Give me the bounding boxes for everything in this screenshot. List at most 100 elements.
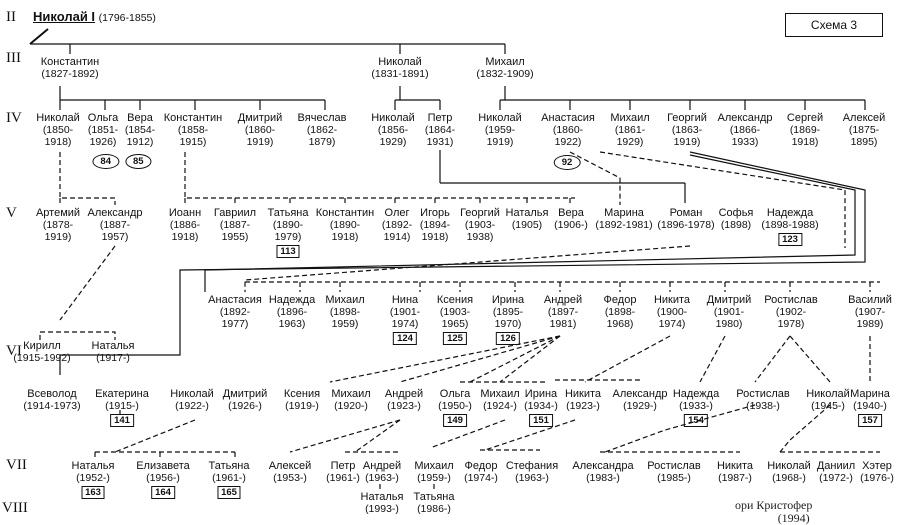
footnote-line2: (1994) [777,511,810,525]
person-petr-1961: Петр(1961-) [326,460,360,484]
person-nikolai-1968: Николай(1968-) [767,460,811,484]
footnote-line1: ори Кристофер [735,498,813,512]
badge-164: 164 [151,486,175,499]
person-natalia-1993: Наталья(1993-) [360,491,404,515]
badge-165: 165 [217,486,241,499]
person-tatiana-1986: Татьяна(1986-) [413,491,455,515]
person-kirill-1915: Кирилл(1915-1992) [13,340,71,364]
person-daniil-1972: Даниил(1972-) [816,460,856,484]
footnote-kristofer: ори Кристофер (1994) [735,499,812,525]
badge-113: 113 [276,245,300,258]
gen-label-v: V [6,205,17,221]
person-konstantin-1890: Константин(1890-1918) [315,207,375,243]
person-nina-1901: Нина(1901-1974)124 [389,294,421,345]
person-natalia-1952: Наталья(1952-)163 [71,460,115,499]
person-andrei-1963: Андрей(1963-) [362,460,402,484]
person-heter-1976: Хэтер(1976-) [860,460,894,484]
gen-label-ii: II [6,9,16,25]
badge-85: 85 [125,154,152,169]
person-nikolai-1850: Николай(1850-1918) [36,112,80,148]
person-elizaveta-1956: Елизавета(1956-)164 [136,460,190,499]
person-fedor-1898: Федор(1898-1968) [603,294,637,330]
person-dmitry-1926: Дмитрий(1926-) [222,388,268,412]
person-fedor-1974: Федор(1974-) [464,460,498,484]
person-mikhail-1920: Михаил(1920-) [331,388,371,412]
person-nikolai-1856: Николай(1856-1929) [371,112,415,148]
person-alexandra-1983: Александра(1983-) [572,460,634,484]
badge-124: 124 [393,332,417,345]
person-ksenia-1919: Ксения(1919-) [283,388,321,412]
person-georgy-1903: Георгий(1903-1938) [460,207,500,243]
badge-157: 157 [858,414,882,427]
person-dmitry-1901: Дмитрий(1901-1980) [706,294,752,330]
badge-163: 163 [81,486,105,499]
person-nikita-1900: Никита(1900-1974) [653,294,691,330]
person-sergei-1869: Сергей(1869-1918) [786,112,824,148]
person-mikhail-1832: Михаил(1832-1909) [476,56,534,80]
person-olga-1950: Ольга(1950-)149 [438,388,472,427]
gen-label-iii: III [6,50,21,66]
person-alexander-1929: Александр(1929-) [612,388,668,412]
person-rostislav-1902: Ростислав(1902-1978) [764,294,818,330]
oval-badge-92: 92 [553,153,581,170]
person-vasilii-1907: Василий(1907-1989) [848,294,892,330]
root-name: Николай I [33,9,96,24]
person-nikolai-1831: Николай(1831-1891) [371,56,429,80]
person-tatiana-1961: Татьяна(1961-)165 [208,460,250,499]
badge-123: 123 [778,233,802,246]
person-irina-1895: Ирина(1895-1970)126 [491,294,525,345]
badge-141: 141 [110,414,134,427]
person-nikolai-1945: Николай(1945-) [806,388,850,412]
person-petr-1864: Петр(1864-1931) [424,112,456,148]
gen-label-viii: VIII [2,500,28,516]
person-alexei-1953: Алексей(1953-) [268,460,312,484]
person-rostislav-1985: Ростислав(1985-) [647,460,701,484]
person-artemii-1878: Артемий(1878-1919) [35,207,81,243]
person-stefania-1963: Стефания(1963-) [505,460,559,484]
person-ksenia-1903: Ксения(1903-1965)125 [436,294,474,345]
person-nadezhda-1933: Надежда(1933-)154 [672,388,720,427]
gen-label-vi: VI [6,343,22,359]
root-dates: (1796-1855) [98,12,156,24]
person-andrei-1923: Андрей(1923-) [384,388,424,412]
person-oleg-1892: Олег(1892-1914) [381,207,413,243]
person-irina-1934: Ирина(1934-)151 [524,388,558,427]
person-mikhail-1898: Михаил(1898-1959) [325,294,365,330]
person-mikhail-1959: Михаил(1959-) [414,460,454,484]
person-vyacheslav-1862: Вячеслав(1862-1879) [297,112,347,148]
person-dmitry-1860: Дмитрий(1860-1919) [237,112,283,148]
gen-label-vii: VII [6,457,27,473]
gen-label-iv: IV [6,110,22,126]
person-andrei-1897: Андрей(1897-1981) [543,294,583,330]
badge-125: 125 [443,332,467,345]
person-igor-1894: Игорь(1894-1918) [419,207,451,243]
person-anastasia-1892: Анастасия(1892-1977) [208,294,262,330]
schema-label: Схема 3 [785,13,883,37]
person-rostislav-1938: Ростислав(1938-) [736,388,790,412]
badge-92: 92 [553,155,581,170]
badge-149: 149 [443,414,467,427]
person-natalia-1917: Наталья(1917-) [91,340,135,364]
person-ekaterina-1915: Екатерина(1915-)141 [95,388,149,427]
person-nadezhda-1898: Надежда(1898-1988)123 [761,207,819,246]
person-tatiana-1890: Татьяна(1890-1979)113 [267,207,309,258]
person-konstantin-1858: Константин(1858-1915) [163,112,223,148]
person-nikolai-1959: Николай(1959-1919) [478,112,522,148]
person-marina-1892: Марина(1892-1981) [595,207,653,231]
person-georgy-1863: Георгий(1863-1919) [667,112,707,148]
person-natalia-1905: Наталья(1905) [505,207,549,231]
person-mikhail-1861: Михаил(1861-1929) [610,112,650,148]
person-nadezhda-1896: Надежда(1896-1963) [268,294,316,330]
person-alexander-1887: Александр(1887-1957) [87,207,143,243]
person-olga-1851: Ольга(1851-1926) [87,112,119,148]
person-roman-1896: Роман(1896-1978) [657,207,715,231]
person-vsevolod-1914: Всеволод(1914-1973) [23,388,81,412]
person-sofia-1898: Софья(1898) [718,207,754,231]
badge-154: 154 [684,414,708,427]
person-alexander-1866: Александр(1866-1933) [717,112,773,148]
badge-126: 126 [496,332,520,345]
person-anastasia-1860: Анастасия(1860-1922) [541,112,595,148]
